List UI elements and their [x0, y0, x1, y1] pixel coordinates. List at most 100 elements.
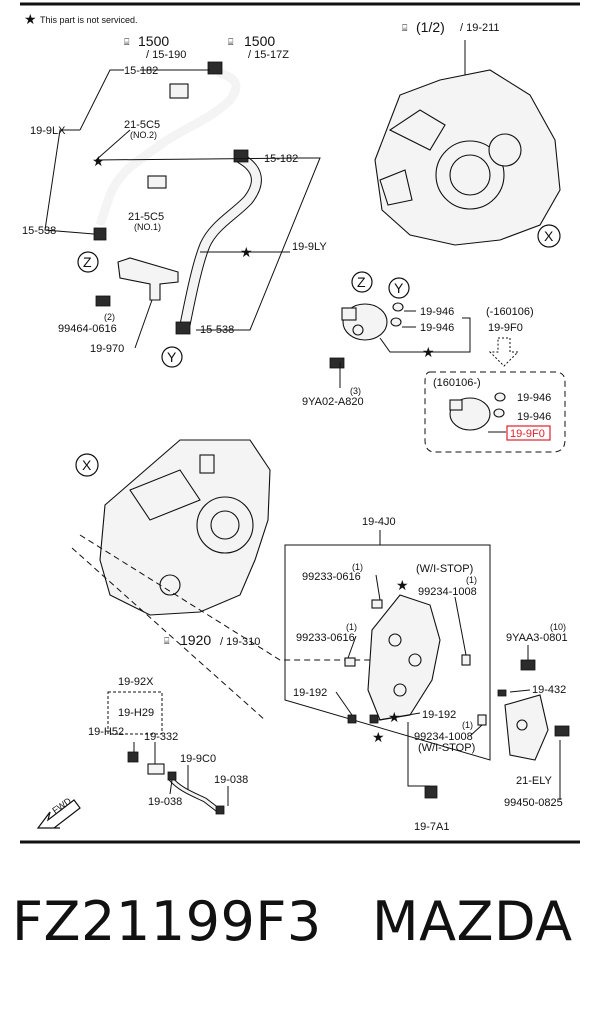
fitting-19-332 [147, 763, 165, 775]
solenoid-19-9f0-new [449, 397, 491, 431]
ref-number: 1920 [180, 632, 211, 648]
book-icon: ⌸ [124, 37, 130, 47]
ref-1500-15-190[interactable]: ⌸ 1500 / 15-190 [124, 33, 186, 61]
group-box-19-92x [107, 691, 163, 735]
label-19-038[interactable]: 19-038 [214, 774, 248, 786]
callout-z-right: Z [351, 271, 373, 293]
label-qty: (3) [350, 386, 361, 396]
label-date-before: (-160106) [486, 306, 534, 318]
leader [469, 724, 483, 737]
svg-text:X: X [82, 457, 92, 473]
bolt-99450-0825 [554, 725, 570, 737]
clip-19-432 [497, 689, 507, 697]
label-99233-0616[interactable]: 99233-0616 [302, 571, 361, 583]
label-wi-stop: (W/I-STOP) [418, 742, 475, 754]
label-99234-1008[interactable]: 99234-1008 [414, 731, 473, 743]
part-number: FZ21199F3 [12, 890, 322, 953]
label-19-9lx[interactable]: 19-9LX [30, 125, 66, 137]
bolt-19-7a1 [424, 785, 438, 799]
leader [169, 779, 173, 795]
hose-19-9ly-outline [179, 153, 262, 327]
seal-19-192 [369, 714, 379, 724]
pipe-19-9c0 [168, 777, 219, 812]
star-icon: ★ [24, 11, 37, 27]
banjo-19-038 [167, 771, 177, 781]
label-19-92x[interactable]: 19-92X [118, 676, 154, 688]
oring-19-946 [494, 392, 506, 402]
solenoid-19-9f0 [341, 303, 388, 341]
label-99464-0616[interactable]: 99464-0616 [58, 323, 117, 335]
ref-1500-15-17z[interactable]: ⌸ 1500 / 15-17Z [228, 33, 289, 61]
label-19-h52[interactable]: 19-H52 [88, 726, 124, 738]
book-icon: ⌸ [228, 37, 234, 47]
leader [95, 129, 131, 161]
label-19-4j0[interactable]: 19-4J0 [362, 516, 396, 528]
bolt-9ya02-a820 [329, 357, 345, 369]
svg-text:Z: Z [83, 254, 92, 270]
ref-number: 1500 [138, 33, 169, 49]
ref-1-2-19-211[interactable]: ⌸ (1/2) / 19-211 [402, 19, 500, 35]
callout-y-left: Y [161, 346, 183, 368]
callout-y-right: Y [388, 277, 410, 299]
oring-19-946 [493, 408, 505, 418]
svg-text:Y: Y [167, 349, 177, 365]
label-19-946[interactable]: 19-946 [420, 322, 454, 334]
label-qty: (2) [104, 312, 115, 322]
caption: FZ21199F3 MAZDA [0, 890, 600, 980]
label-99233-0616[interactable]: 99233-0616 [296, 632, 355, 644]
dowel-99233-0616 [344, 657, 356, 667]
label-19-432[interactable]: 19-432 [532, 684, 566, 696]
label-qty: (1) [346, 622, 357, 632]
brand-name: MAZDA [372, 890, 573, 953]
label-99234-1008[interactable]: 99234-1008 [418, 586, 477, 598]
ref-page: / 15-190 [146, 49, 186, 61]
label-19-9f0-highlighted[interactable]: 19-9F0 [510, 428, 545, 440]
label-15-538[interactable]: 15-538 [22, 225, 56, 237]
label-19-9ly[interactable]: 19-9LY [292, 241, 327, 253]
label-19-h29[interactable]: 19-H29 [118, 707, 154, 719]
side-cover-19-4j0 [367, 594, 441, 721]
star-icon: ★ [240, 244, 253, 260]
bolt-99464-0616 [95, 295, 111, 307]
variant-box-160106 [424, 371, 566, 453]
group-box-19-4j0 [284, 544, 491, 761]
label-19-192[interactable]: 19-192 [422, 709, 456, 721]
label-99450-0825[interactable]: 99450-0825 [504, 797, 563, 809]
clamp-15-182-top [207, 61, 223, 75]
label-21-5c5-no2[interactable]: 21-5C5 [124, 119, 160, 131]
label-19-946[interactable]: 19-946 [517, 392, 551, 404]
leader [407, 722, 430, 787]
leader [377, 712, 421, 721]
label-19-038[interactable]: 19-038 [148, 796, 182, 808]
label-9ya02-a820[interactable]: 9YA02-A820 [302, 396, 364, 408]
ref-number: 1500 [244, 33, 275, 49]
leader [375, 574, 381, 601]
label-19-7a1[interactable]: 19-7A1 [414, 821, 449, 833]
label-15-538[interactable]: 15-538 [200, 324, 234, 336]
label-qty: (1) [352, 562, 363, 572]
star-icon: ★ [396, 577, 409, 593]
label-19-946[interactable]: 19-946 [420, 306, 454, 318]
label-21-5c5-no1[interactable]: 21-5C5 [128, 211, 164, 223]
ref-number: (1/2) [416, 19, 445, 35]
label-19-9f0[interactable]: 19-9F0 [488, 322, 523, 334]
svg-text:X: X [544, 228, 554, 244]
arrow-down-icon [488, 337, 520, 367]
leader [134, 299, 153, 349]
hose-19-9ly [180, 154, 261, 326]
label-15-182[interactable]: 15-182 [124, 65, 158, 77]
label-19-192[interactable]: 19-192 [293, 687, 327, 699]
leader [335, 691, 353, 716]
label-19-332[interactable]: 19-332 [144, 731, 178, 743]
label-9yaa3-0801[interactable]: 9YAA3-0801 [506, 632, 568, 644]
label-19-970[interactable]: 19-970 [90, 343, 124, 355]
label-21-ely[interactable]: 21-ELY [516, 775, 553, 787]
bracket-21-5c5-no2 [169, 83, 189, 99]
ref-1920-19-310[interactable]: ⌸ 1920 / 19-310 [164, 632, 260, 648]
label-15-182[interactable]: 15-182 [264, 153, 298, 165]
label-19-9c0[interactable]: 19-9C0 [180, 753, 216, 765]
label-19-946[interactable]: 19-946 [517, 411, 551, 423]
leader [509, 689, 531, 693]
banjo-19-038 [215, 805, 225, 815]
fitting-19-h52 [127, 751, 139, 763]
